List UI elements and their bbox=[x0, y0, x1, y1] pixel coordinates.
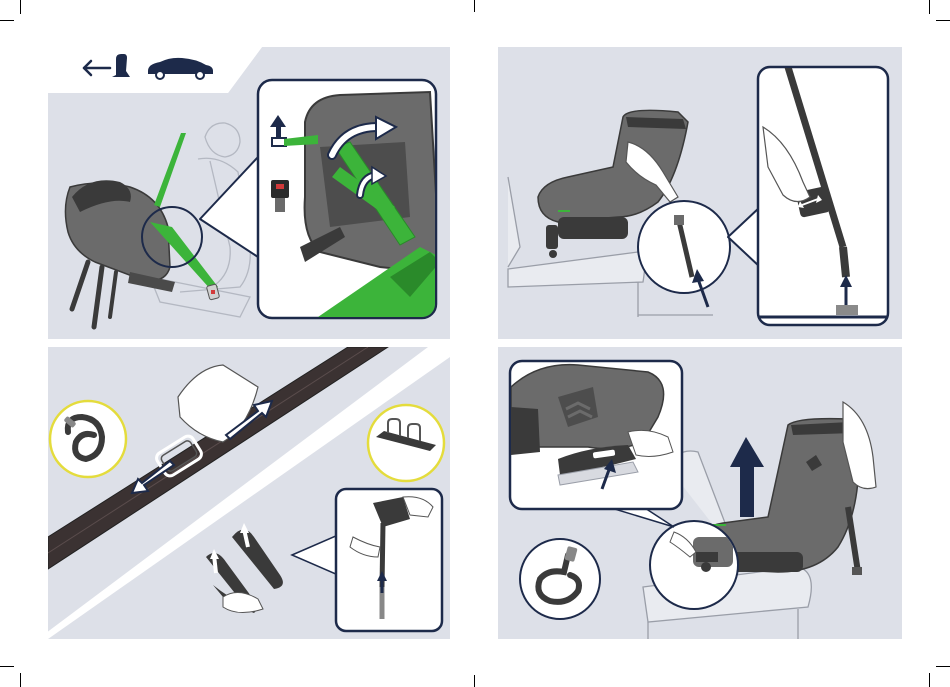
crop-mark bbox=[936, 20, 950, 21]
arrow-up-icon bbox=[730, 437, 764, 517]
crop-mark bbox=[936, 666, 950, 667]
strap-detail bbox=[206, 523, 283, 613]
panel-3-illustration bbox=[48, 347, 450, 639]
crop-mark bbox=[0, 666, 14, 667]
crop-mark bbox=[474, 675, 475, 687]
panel-support-leg-adjustment bbox=[498, 47, 902, 339]
detail-circle-strap bbox=[520, 539, 600, 619]
panel-belt-adjustment-accessories bbox=[48, 347, 450, 639]
panel-seat-removal bbox=[498, 347, 902, 639]
crop-mark bbox=[20, 673, 21, 687]
crop-mark bbox=[474, 0, 475, 12]
panel-rear-facing-installation bbox=[0, 47, 450, 339]
crop-mark bbox=[929, 0, 930, 14]
crop-mark bbox=[20, 0, 21, 14]
accessory-highlight-ring bbox=[50, 401, 126, 477]
crop-mark bbox=[0, 20, 14, 21]
crop-mark bbox=[929, 673, 930, 687]
panel-4-illustration bbox=[498, 347, 902, 639]
panel-1-illustration bbox=[0, 47, 450, 339]
panel-2-illustration bbox=[498, 47, 902, 339]
